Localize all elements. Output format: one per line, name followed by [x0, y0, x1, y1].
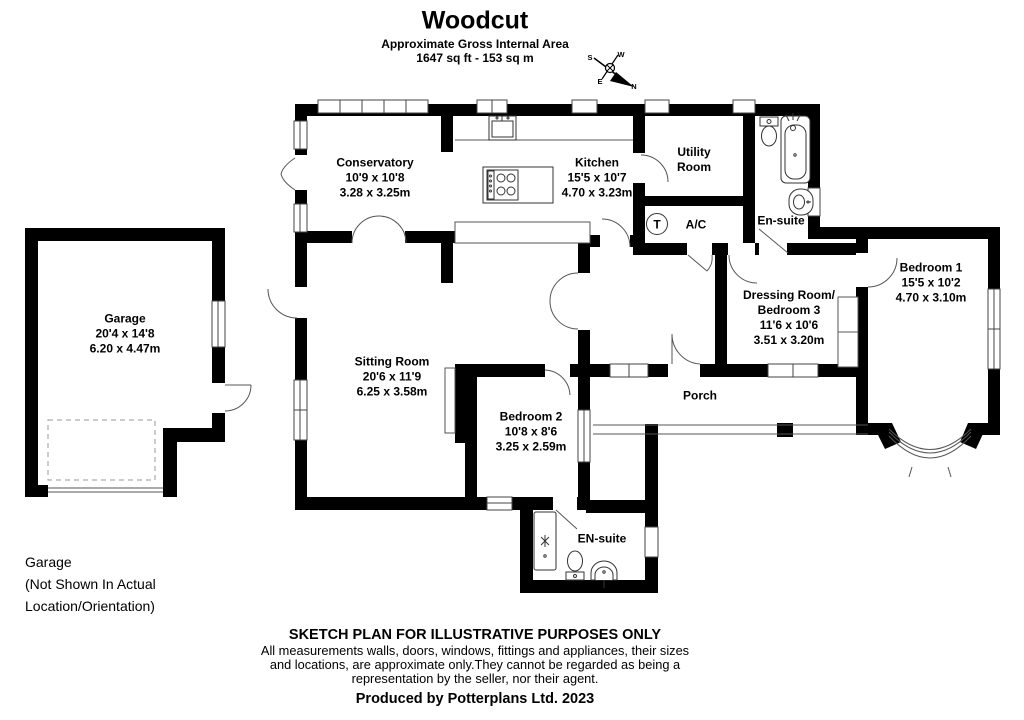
garage-outline [25, 228, 252, 497]
sink-icon [488, 115, 517, 141]
walls [295, 104, 1000, 593]
garage-note: Garage (Not Shown In Actual Location/Ori… [25, 554, 156, 614]
toilet-bottom-icon [565, 550, 585, 581]
page-title: Woodcut [421, 6, 529, 35]
basin-bottom-icon [590, 560, 618, 588]
conservatory-top-window [317, 99, 429, 114]
garage-dashed-area [47, 419, 156, 481]
page-area: 1647 sq ft - 153 sq m [416, 51, 534, 65]
bath-icon [780, 113, 811, 184]
room-label-sitting: Sitting Room 20'6 x 11'9 6.25 x 3.58m [354, 354, 430, 399]
shower-icon [533, 511, 557, 571]
room-label-conservatory: Conservatory 10'9 x 10'8 3.28 x 3.25m [336, 155, 414, 200]
windows [293, 99, 1001, 558]
fireplace [444, 367, 456, 434]
compass-e: E [597, 77, 602, 86]
tank-letter: T [653, 218, 661, 232]
kitchen-counter [454, 221, 591, 244]
thin-lines [444, 139, 868, 435]
disclaimer-title: SKETCH PLAN FOR ILLUSTRATIVE PURPOSES ON… [288, 627, 662, 643]
sitting-left-window [293, 379, 308, 441]
compass-needle [610, 72, 634, 87]
room-label-dressing: Dressing Room/ Bedroom 3 11'6 x 10'6 3.5… [742, 288, 836, 347]
sitting-ext-door [267, 288, 298, 319]
utility-door [640, 154, 669, 183]
bedroom2-bottom-window [486, 496, 513, 511]
kitchen-door [601, 218, 631, 248]
bedroom2-ensuite-door [555, 509, 578, 530]
basin-top-icon [788, 188, 814, 216]
wall-openings [212, 153, 972, 510]
garage-side-door [224, 384, 252, 412]
front-door [671, 333, 701, 365]
room-label-ensuite-top: En-suite [757, 213, 805, 228]
bedroom2-door [544, 369, 571, 396]
room-label-bedroom2: Bedroom 2 10'8 x 8'6 3.25 x 2.59m [495, 409, 567, 454]
room-label-ac: A/C [685, 217, 707, 232]
compass-s: S [587, 53, 592, 62]
dressing-door [728, 254, 758, 284]
room-label-bedroom1: Bedroom 1 15'5 x 10'2 4.70 x 3.10m [895, 260, 967, 305]
kitchen-top-windows [476, 99, 756, 114]
sitting-double-doors [549, 272, 579, 330]
hob-icon [482, 166, 554, 204]
bedroom2-right-window [577, 409, 591, 463]
bedroom1-right-window [987, 288, 1001, 370]
ac-door [687, 254, 713, 272]
compass-n: N [631, 82, 636, 91]
porch-windows [609, 363, 819, 378]
french-door-right [378, 215, 407, 244]
door-swings [267, 154, 898, 530]
page-subtitle: Approximate Gross Internal Area [381, 37, 569, 51]
compass-w: W [617, 50, 625, 59]
room-label-porch: Porch [682, 388, 718, 403]
room-label-ensuite-bottom: EN-suite [577, 531, 627, 546]
conservatory-left-windows [293, 120, 308, 233]
ensuite-bottom-window [644, 526, 659, 558]
bay-window [872, 423, 988, 478]
compass-rose: S W E N [587, 50, 636, 91]
producer-credit: Produced by Potterplans Ltd. 2023 [355, 691, 595, 707]
disclaimer-body: All measurements walls, doors, windows, … [260, 643, 690, 686]
bedroom1-door [867, 257, 898, 288]
french-door-left [351, 215, 380, 244]
room-label-garage: Garage 20'4 x 14'8 6.20 x 4.47m [89, 311, 161, 356]
room-label-utility: Utility Room [677, 145, 711, 174]
ensuite-top-door [758, 228, 789, 254]
tank-indicator: T [646, 213, 668, 235]
toilet-top-icon [759, 116, 779, 147]
conservatory-ext-door [280, 157, 296, 191]
room-label-kitchen: Kitchen 15'5 x 10'7 4.70 x 3.23m [561, 155, 633, 200]
